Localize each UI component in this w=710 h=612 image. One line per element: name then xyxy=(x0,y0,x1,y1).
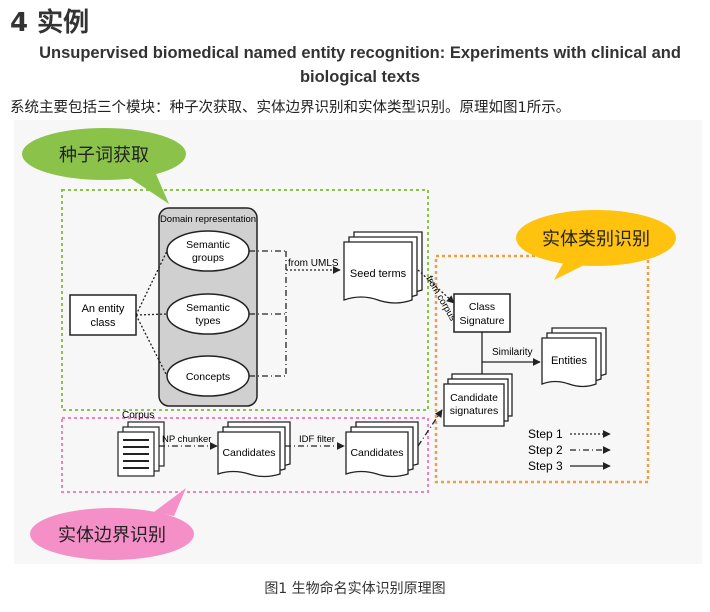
paper-title: Unsupervised biomedical named entity rec… xyxy=(39,44,681,86)
seed-region-box xyxy=(61,189,429,411)
boundary-bubble: 实体边界识别 xyxy=(30,488,194,560)
semantic-types-node xyxy=(166,293,250,335)
corpus-lines xyxy=(123,439,149,469)
candidates-1-doc xyxy=(217,421,291,478)
class-signature-label-1: Class xyxy=(469,301,495,313)
candidates-2-doc xyxy=(345,421,419,478)
idf-filter-label: IDF filter xyxy=(299,434,335,445)
similarity-label: Similarity xyxy=(492,347,533,358)
architecture-diagram: 种子词获取 实体类别识别 实体边界识别 An entity class Doma… xyxy=(22,128,676,560)
semantic-types-label-1: Semantic xyxy=(186,302,230,314)
candidate-signatures-label-1: Candidate xyxy=(450,392,498,404)
legend-step3-label: Step 3 xyxy=(528,459,563,473)
semantic-groups-label-1: Semantic xyxy=(186,239,230,251)
domain-rep-label: Domain representation xyxy=(160,214,256,225)
seed-bubble: 种子词获取 xyxy=(22,128,186,204)
entities-doc xyxy=(541,327,607,388)
entities-label: Entities xyxy=(551,355,588,367)
class-signature-label-2: Signature xyxy=(460,315,505,327)
type-bubble-label: 实体类别识别 xyxy=(542,229,650,249)
step1-edges-right xyxy=(249,250,287,377)
corpus-label: Corpus xyxy=(122,410,154,421)
semantic-groups-node xyxy=(166,230,250,272)
type-region-box xyxy=(434,254,650,484)
candidate-signatures-box xyxy=(443,373,513,427)
class-signature-box xyxy=(453,293,511,333)
seed-terms-label: Seed terms xyxy=(350,268,407,280)
candidates-2-label: Candidates xyxy=(350,447,403,459)
legend-step1-label: Step 1 xyxy=(528,427,563,441)
candidates-1-label: Candidates xyxy=(222,447,275,459)
to-candidate-sig-arrow xyxy=(417,409,443,447)
concepts-label: Concepts xyxy=(186,371,230,383)
seed-bubble-label: 种子词获取 xyxy=(59,145,149,165)
intro-text: 系统主要包括三个模块：种子次获取、实体边界识别和实体类型识别。原理如图1所示。 xyxy=(10,100,571,116)
from-umls-label: from UMLS xyxy=(288,258,339,269)
figure: 种子词获取 实体类别识别 实体边界识别 An entity class Doma… xyxy=(14,120,702,564)
entity-class-label-2: class xyxy=(90,317,116,329)
entity-class-label-1: An entity xyxy=(82,303,125,315)
semantic-groups-label-2: groups xyxy=(192,252,224,264)
section-title: 4 实例 xyxy=(10,8,90,38)
boundary-region-box xyxy=(61,417,429,493)
legend-step2-label: Step 2 xyxy=(528,443,563,457)
entity-class-box xyxy=(69,294,137,336)
from-corpus-arrow xyxy=(417,269,455,304)
np-chunker-label: NP chunker xyxy=(162,434,211,445)
seed-terms-doc xyxy=(343,231,423,304)
candidate-signatures-label-2: signatures xyxy=(450,405,498,417)
boundary-bubble-label: 实体边界识别 xyxy=(58,525,166,545)
semantic-types-label-2: types xyxy=(195,315,220,327)
step1-edges-left xyxy=(135,250,168,377)
type-bubble: 实体类别识别 xyxy=(516,210,676,280)
legend: Step 1 Step 2 Step 3 xyxy=(528,427,611,473)
figure-caption: 图1 生物命名实体识别原理图 xyxy=(264,581,446,597)
